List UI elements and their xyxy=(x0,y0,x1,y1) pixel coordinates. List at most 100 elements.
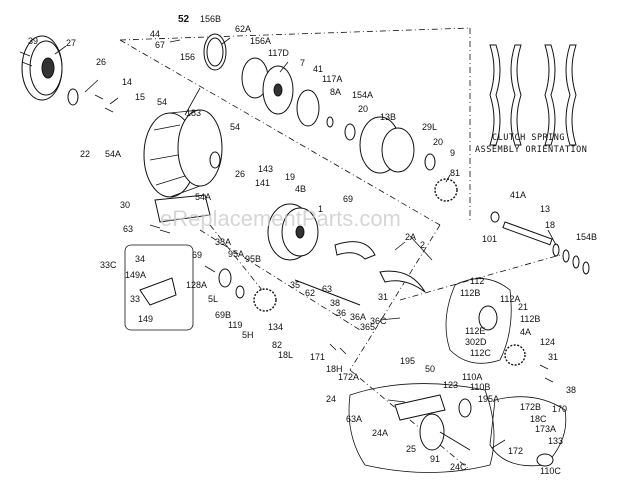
callout-134: 134 xyxy=(268,322,283,332)
callout-112E: 112E xyxy=(465,326,485,336)
lever-33 xyxy=(139,277,177,306)
callout-27: 27 xyxy=(66,38,76,48)
callout-38A: 38A xyxy=(215,237,231,247)
pawl-112 xyxy=(478,305,498,331)
callout-29L: 29L xyxy=(422,122,437,132)
cover-29L xyxy=(381,127,415,173)
callout-117A: 117A xyxy=(322,74,342,84)
callout-171: 171 xyxy=(310,352,325,362)
callout-149A: 149A xyxy=(125,270,146,280)
callout-26b: 26 xyxy=(235,169,245,179)
callout-9: 9 xyxy=(450,148,455,158)
callout-54Ab: 54A xyxy=(195,192,211,202)
callout-172: 172 xyxy=(508,446,523,456)
callout-18L: 18L xyxy=(278,350,293,360)
callout-69a: 69 xyxy=(343,194,353,204)
callout-13B: 13B xyxy=(380,112,396,122)
side-plate-27 xyxy=(21,35,63,101)
assembly-guide-lines xyxy=(119,27,561,471)
shaft-35 xyxy=(294,279,361,306)
callout-156: 156 xyxy=(180,52,195,62)
callout-labels: 52 44 67 156B 156 62A 156A 117D 7 41 117… xyxy=(28,14,597,476)
callout-50: 50 xyxy=(425,364,435,374)
group-112-outline xyxy=(445,278,512,364)
callout-36A: 36A xyxy=(350,312,366,322)
callout-172A: 172A xyxy=(338,372,359,382)
caption-line2: ASSEMBLY ORIENTATION xyxy=(475,145,587,155)
callout-172B: 172B xyxy=(520,402,541,412)
callout-38b: 38 xyxy=(566,385,576,395)
callout-24C: 24C xyxy=(450,462,467,472)
frame-183 xyxy=(143,109,223,198)
callout-63A: 63A xyxy=(346,414,362,424)
callout-63-top: 63 xyxy=(322,284,332,294)
gear-81 xyxy=(434,178,458,202)
lever-2A xyxy=(334,241,376,260)
callout-112B: 112B xyxy=(460,288,480,298)
watermark: eReplacementParts.com xyxy=(160,206,401,231)
callout-31b: 31 xyxy=(548,352,558,362)
callout-54a: 54 xyxy=(157,97,167,107)
cam-2 xyxy=(379,270,426,293)
callout-183: 183 xyxy=(186,108,201,118)
callout-110B: 110B xyxy=(470,382,490,392)
callout-112A: 112A xyxy=(500,294,520,304)
callout-34: 34 xyxy=(135,254,145,264)
callout-18C: 18C xyxy=(530,414,547,424)
callout-39: 39 xyxy=(28,36,38,46)
callout-54b: 54 xyxy=(230,122,240,132)
callout-31a: 31 xyxy=(378,292,388,302)
callout-69b: 69 xyxy=(192,250,202,260)
callout-18H: 18H xyxy=(326,364,343,374)
callout-156A: 156A xyxy=(250,36,271,46)
callout-154B: 154B xyxy=(576,232,597,242)
callout-2A: 2A xyxy=(405,232,416,242)
callout-365: 365 xyxy=(360,322,375,332)
callout-119: 119 xyxy=(228,320,242,330)
crossbar-30 xyxy=(154,194,211,223)
callout-62A: 62A xyxy=(235,24,251,34)
callout-5H: 5H xyxy=(242,330,254,340)
callout-69B: 69B xyxy=(215,310,231,320)
callout-52: 52 xyxy=(178,14,190,25)
callout-101: 101 xyxy=(482,234,497,244)
callout-15: 15 xyxy=(135,92,145,102)
callout-4B: 4B xyxy=(295,184,306,194)
callout-24A: 24A xyxy=(372,428,388,438)
callout-302D: 302D xyxy=(465,337,487,347)
callout-20b: 20 xyxy=(433,137,443,147)
callout-54Aa: 54A xyxy=(105,149,121,159)
callout-91: 91 xyxy=(430,454,440,464)
callout-22: 22 xyxy=(80,149,90,159)
bearing-54 xyxy=(209,151,221,169)
callout-33C: 33C xyxy=(100,260,117,270)
callout-170: 170 xyxy=(552,404,567,414)
bearing-26 xyxy=(67,88,79,106)
leader-lines xyxy=(54,37,557,449)
callout-8A: 8A xyxy=(330,87,341,97)
callout-62: 62 xyxy=(305,288,315,298)
callout-112C: 112C xyxy=(470,348,491,358)
callout-81: 81 xyxy=(450,168,460,178)
callout-30: 30 xyxy=(120,200,130,210)
callout-25: 25 xyxy=(406,444,416,454)
callout-26a: 26 xyxy=(96,57,106,67)
callout-24: 24 xyxy=(326,394,336,404)
callout-149: 149 xyxy=(138,314,153,324)
callout-173A: 173A xyxy=(535,424,556,434)
inset-33C-frame xyxy=(124,244,194,331)
callout-112: 112 xyxy=(470,276,484,286)
callout-13: 13 xyxy=(540,204,550,214)
callout-18: 18 xyxy=(545,220,555,230)
screws xyxy=(19,51,554,383)
callout-14: 14 xyxy=(122,77,132,87)
group-24-outline xyxy=(348,383,495,473)
callout-19: 19 xyxy=(285,172,295,182)
callout-36C: 36C xyxy=(370,316,387,326)
bearing-20 xyxy=(344,123,356,141)
callout-195: 195 xyxy=(400,356,415,366)
cap-110C xyxy=(536,453,554,467)
callout-20a: 20 xyxy=(358,104,368,114)
callout-38: 38 xyxy=(330,298,340,308)
